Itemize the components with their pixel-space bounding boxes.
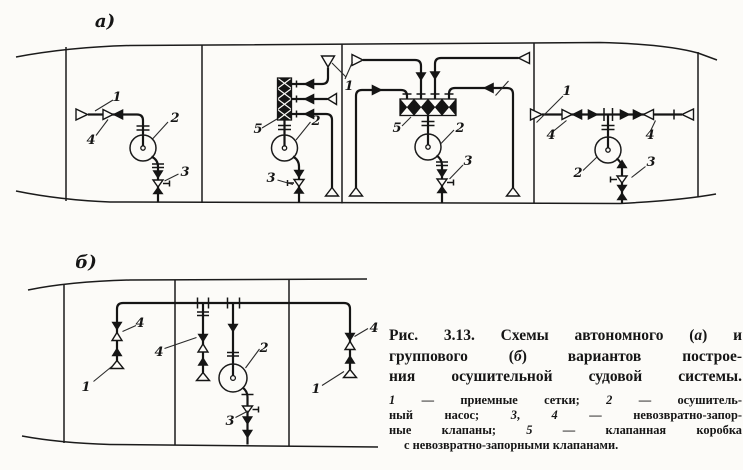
strainer-icon <box>75 107 90 122</box>
caption-line: с невозвратно-запорными клапанами. <box>404 437 619 452</box>
compartment-a2 <box>270 55 340 203</box>
pump-icon <box>129 134 157 162</box>
check-valve-icon <box>343 340 357 351</box>
caption-legend: 1 — приемные сетки; 2 — осушитель-ный на… <box>389 393 742 453</box>
check-valve-icon <box>241 405 254 415</box>
caption-line: 1 — приемные сетки; 2 — осушитель- <box>389 392 742 407</box>
check-valve-icon <box>151 179 165 189</box>
callout-label: 4 <box>135 316 144 331</box>
callout-label: 3 <box>225 414 234 429</box>
callout-label: 3 <box>646 155 655 170</box>
pump-icon <box>218 363 248 393</box>
strainer-icon <box>516 51 531 65</box>
strainer-icon <box>324 186 340 197</box>
strainer-icon <box>109 359 125 370</box>
callout-label: 1 <box>112 90 121 105</box>
caption-line: группового (б) вариантов построе- <box>389 347 743 365</box>
valve-icon <box>641 108 655 121</box>
check-valve-icon <box>196 342 210 353</box>
callout-label: 4 <box>86 133 95 148</box>
caption-title: Рис. 3.13. Схемы автономного (а) и группо… <box>389 326 742 388</box>
callout-label: 1 <box>562 84 571 99</box>
callout-label: 1 <box>311 382 320 397</box>
callout-label: 3 <box>180 165 189 180</box>
strainer-icon <box>326 92 338 106</box>
check-valve-icon <box>435 178 449 188</box>
strainer-icon <box>320 55 336 69</box>
callout-label: 4 <box>645 128 654 143</box>
strainer-icon <box>195 371 211 382</box>
callout-labels-a: 1 4 2 3 5 2 3 1 5 2 3 1 4 4 2 3 <box>86 79 655 186</box>
caption-line: ния осушительной судовой системы. <box>389 368 742 385</box>
callout-label: 4 <box>369 321 378 336</box>
branch-left <box>109 321 125 370</box>
callout-label: 5 <box>253 122 262 137</box>
caption-line: Рис. 3.13. Схемы автономного (а) и <box>389 327 742 344</box>
callout-label: 2 <box>572 166 582 181</box>
diagram-a-label: а) <box>95 11 115 32</box>
callout-label: 2 <box>454 121 464 136</box>
diagram-b-label: б) <box>75 252 97 273</box>
branch-middle <box>195 303 211 382</box>
valve-icon <box>102 108 115 121</box>
strainer-icon <box>342 368 358 379</box>
caption-line: ный насос; 3, 4 — невозвратно-запор- <box>389 407 742 422</box>
callout-label: 2 <box>310 114 320 129</box>
compartment-a3 <box>348 51 531 203</box>
diagram-b: б) <box>21 252 379 448</box>
valve-box-icon <box>276 77 293 121</box>
callout-leaders-b <box>93 324 369 418</box>
callout-label: 2 <box>169 111 179 126</box>
pump-icon <box>414 133 442 161</box>
hull-outline-b <box>21 278 379 448</box>
branch-right <box>342 332 358 379</box>
check-valve-icon <box>615 175 629 185</box>
callout-label: 1 <box>81 380 90 395</box>
callout-label: 4 <box>546 128 555 143</box>
valve-icon <box>561 108 574 121</box>
strainer-icon <box>680 107 695 122</box>
callout-label: 4 <box>154 345 163 360</box>
callout-label: 1 <box>344 79 353 94</box>
strainer-icon <box>505 186 521 197</box>
pump-icon <box>594 136 622 164</box>
valve-box-icon <box>399 98 457 117</box>
callout-label: 3 <box>266 171 275 186</box>
strainer-icon <box>351 53 365 67</box>
strainer-icon <box>348 186 364 197</box>
pump-icon <box>270 134 299 162</box>
callout-label: 2 <box>258 341 268 356</box>
caption-line: ные клапаны; 5 — клапанная коробка <box>389 422 742 437</box>
callout-label: 3 <box>463 154 472 169</box>
compartment-a4 <box>529 107 695 203</box>
callout-labels-b: 4 1 4 2 3 4 1 <box>81 316 378 429</box>
callout-label: 5 <box>392 121 401 136</box>
hull-outline-a <box>15 41 718 205</box>
pump-branch <box>218 303 260 445</box>
diagram-a: а) <box>15 11 718 205</box>
check-valve-icon <box>292 178 306 188</box>
compartment-a1 <box>75 107 171 203</box>
check-valve-icon <box>110 331 124 342</box>
strainer-icon <box>529 107 544 122</box>
figure-caption: Рис. 3.13. Схемы автономного (а) и группо… <box>389 326 742 453</box>
callout-leaders-a <box>94 61 656 186</box>
